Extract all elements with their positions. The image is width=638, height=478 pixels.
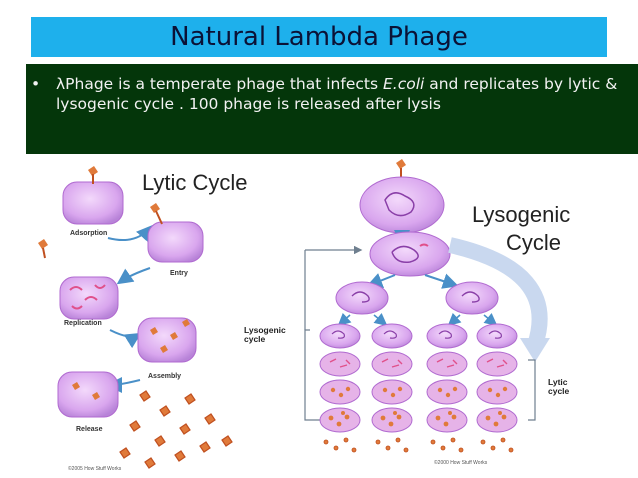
lysogenic-heading-line2: Cycle xyxy=(506,230,561,255)
lysogenic-row2 xyxy=(335,281,499,315)
phage-icon xyxy=(38,239,48,259)
bracket-right xyxy=(528,359,536,421)
bullet-text: λPhage is a temperate phage that infects… xyxy=(56,74,631,114)
branch-arrows xyxy=(337,312,498,327)
slide-title: Natural Lambda Phage xyxy=(170,22,468,52)
lysogenic-cycle-diagram: Lysogenic Cycle xyxy=(244,159,570,466)
phage-icon xyxy=(88,166,98,184)
stage-label-adsorption: Adsorption xyxy=(70,230,107,237)
arrow xyxy=(107,225,153,243)
lysogenic-heading-line1: Lysogenic xyxy=(472,202,570,227)
arrow xyxy=(116,267,151,285)
lytic-cell-replication: Replication xyxy=(59,276,119,327)
arrow xyxy=(109,329,142,349)
arrow xyxy=(424,273,459,289)
stage-label-entry: Entry xyxy=(170,270,188,277)
lytic-cell-release: Release xyxy=(57,371,119,433)
lytic-credit: ©2005 How Stuff Works xyxy=(68,465,122,472)
lytic-cell-adsorption: Adsorption xyxy=(62,166,124,237)
bullet-box: • λPhage is a temperate phage that infec… xyxy=(26,64,638,154)
lysogenic-side-label-line1: Lysogenic xyxy=(244,325,286,335)
phage-icon xyxy=(150,203,163,225)
lytic-cycle-diagram: Lytic Cycle Adsorption Entry xyxy=(38,166,248,472)
stage-label-release: Release xyxy=(76,426,103,433)
lytic-side-label-line1: Lytic xyxy=(548,377,568,387)
bullet-text-italic: E.coli xyxy=(382,75,425,93)
lytic-cell-assembly: Assembly xyxy=(137,317,197,380)
lytic-cycle-heading: Lytic Cycle xyxy=(142,170,248,195)
lysogenic-top-cell xyxy=(359,159,445,234)
lysogenic-lytic-rows xyxy=(319,351,518,453)
lysogenic-row3 xyxy=(319,323,518,349)
induction-arrowhead xyxy=(520,338,550,362)
bullet-text-part1: λPhage is a temperate phage that infects xyxy=(56,75,383,93)
lytic-cell-entry: Entry xyxy=(147,203,204,277)
stage-label-replication: Replication xyxy=(64,320,102,327)
lytic-side-label-line2: cycle xyxy=(548,386,570,396)
slide-title-bar: Natural Lambda Phage xyxy=(31,17,607,57)
stage-label-assembly: Assembly xyxy=(148,373,181,380)
bracket-left xyxy=(304,329,320,421)
lysogenic-integrated-cell xyxy=(369,231,451,277)
bullet-text-part2: and replicates by lytic & lysogenic cycl… xyxy=(56,75,618,113)
induction-arrow xyxy=(448,237,548,348)
lysogenic-side-label-line2: cycle xyxy=(244,334,266,344)
lysogenic-credit: ©2000 How Stuff Works xyxy=(434,459,488,466)
released-phages xyxy=(119,390,233,469)
bullet-dot: • xyxy=(31,75,41,93)
